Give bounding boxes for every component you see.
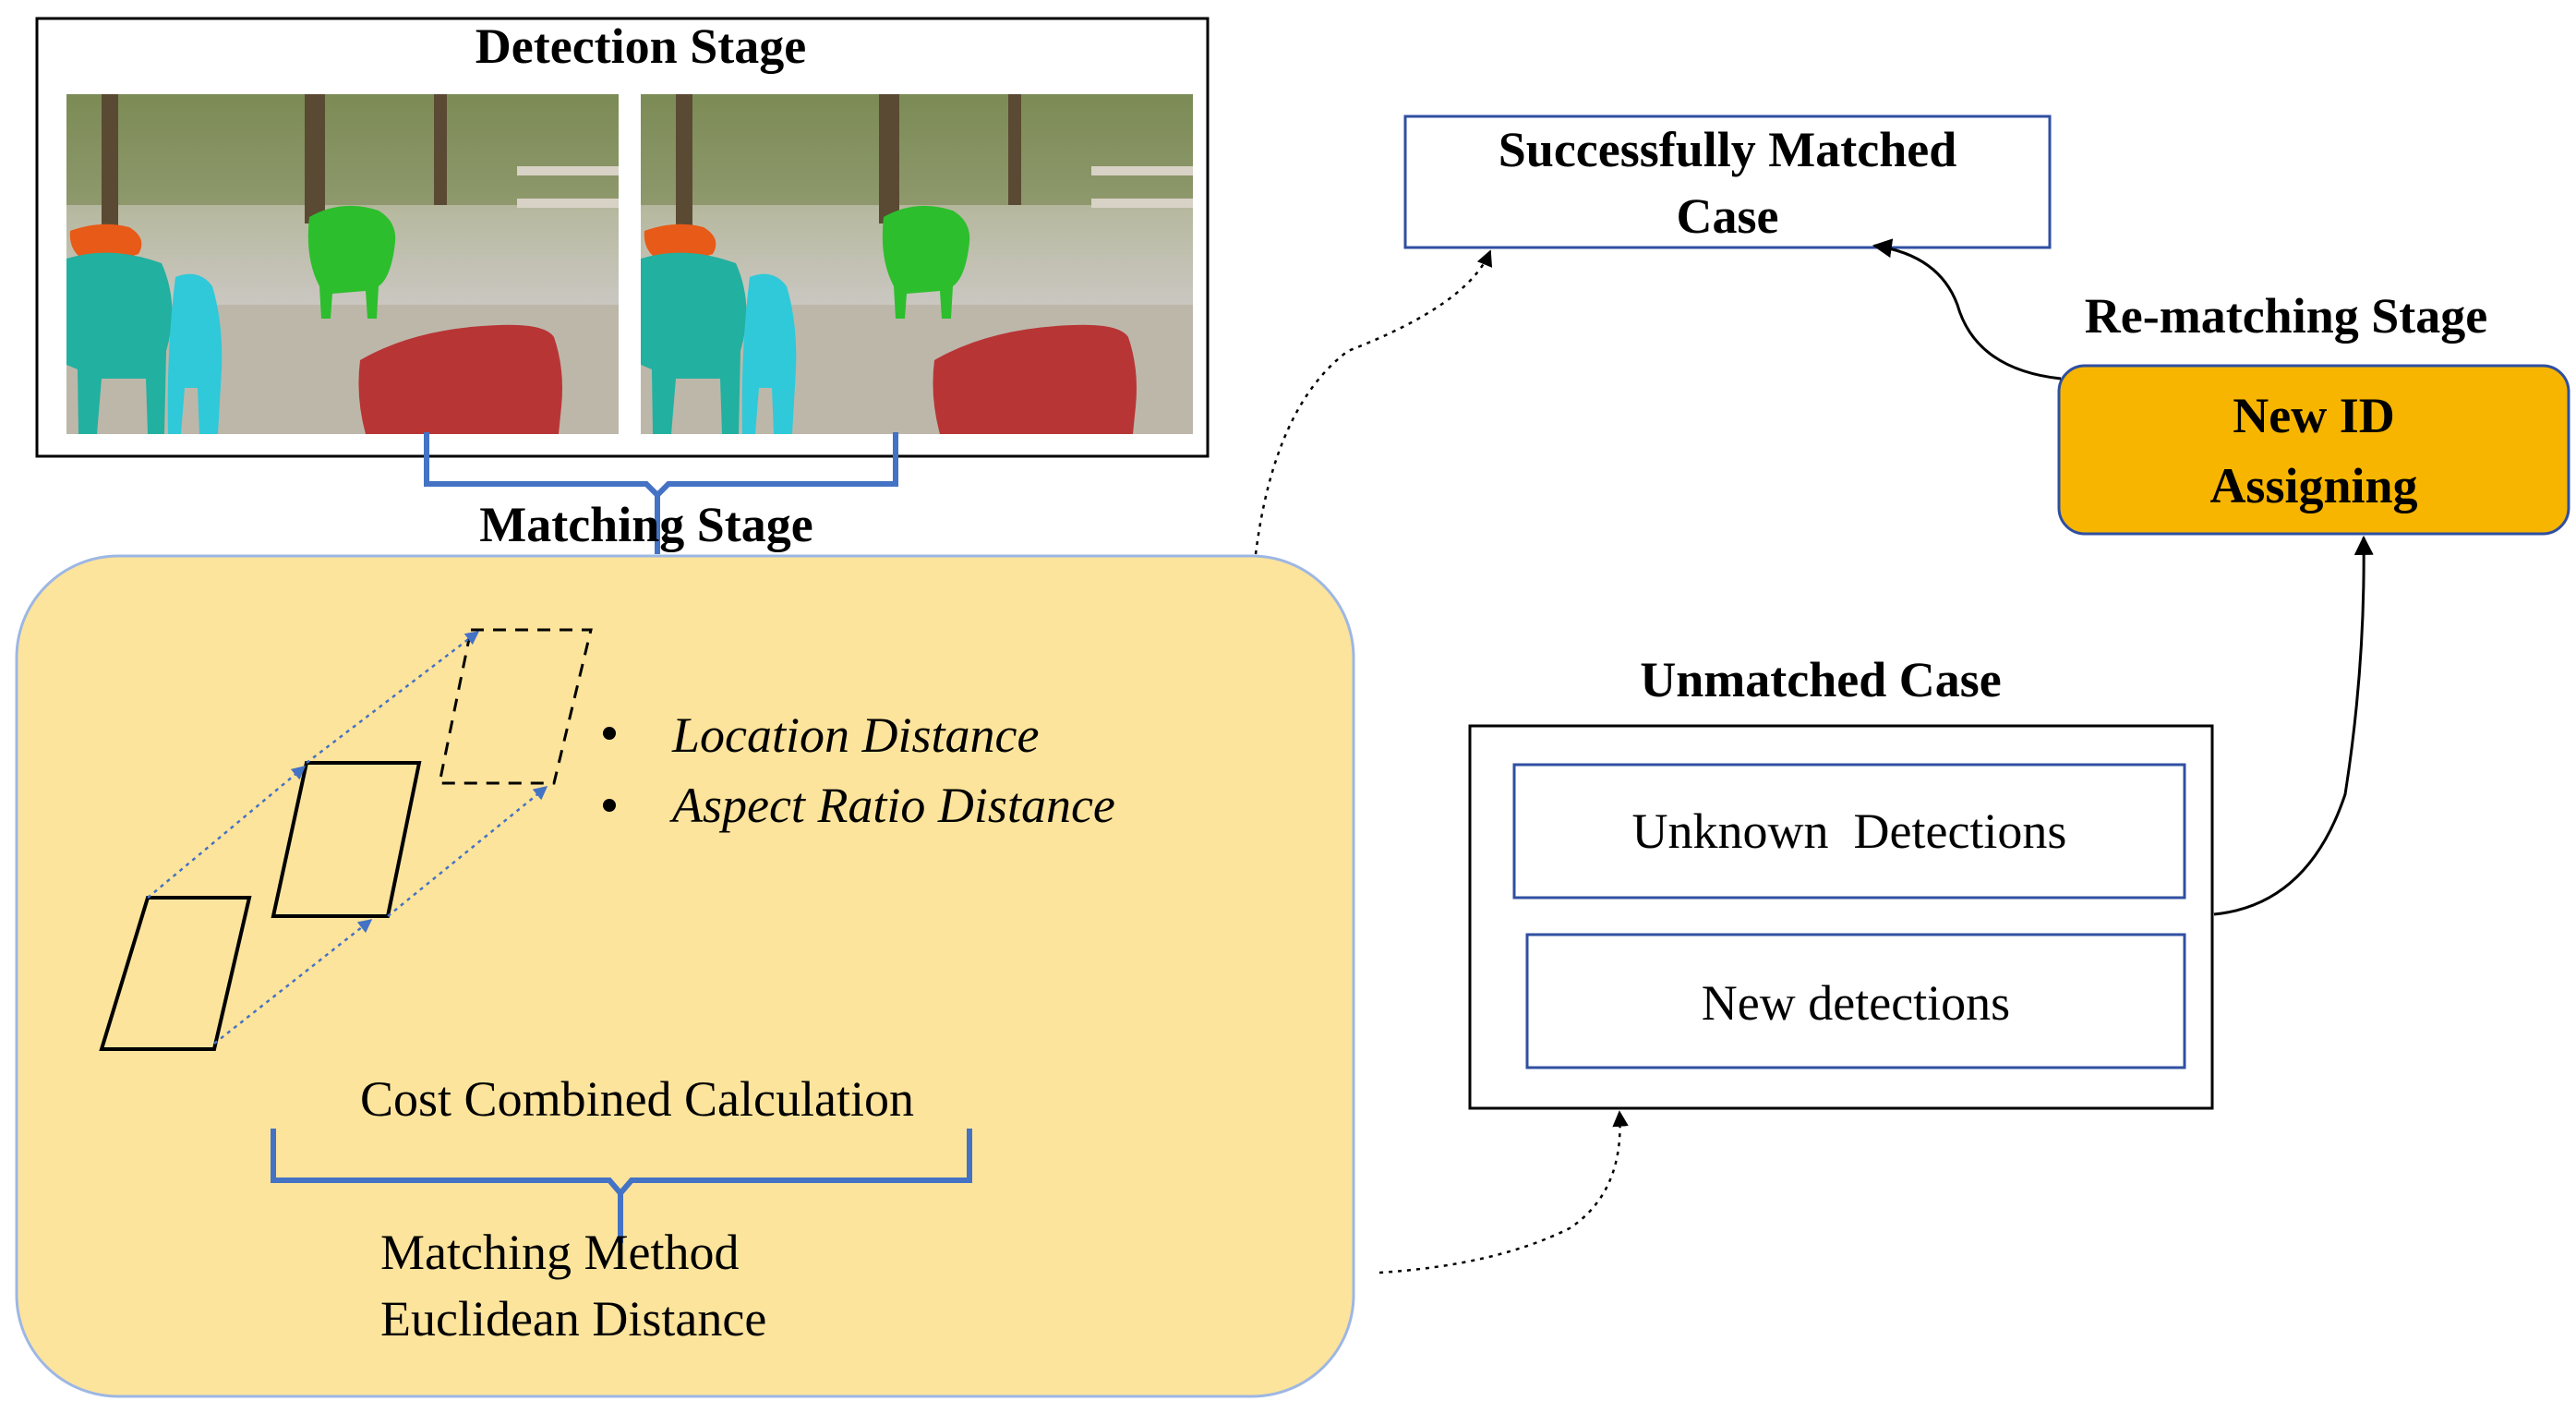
trajectory-top bbox=[147, 766, 307, 899]
matched-case-box bbox=[1403, 115, 2052, 249]
trajectory-bottom bbox=[213, 919, 373, 1045]
cow-red bbox=[933, 324, 1137, 434]
matched-case: Successfully Matched Case bbox=[1403, 115, 2052, 249]
unknown-detections-label: Unknown Detections bbox=[1632, 803, 2067, 859]
cow-teal bbox=[641, 252, 747, 434]
cow-cyan bbox=[741, 273, 797, 434]
unknown-detections-box bbox=[1512, 763, 2186, 900]
arrow-matching-to-matched bbox=[1254, 249, 1493, 555]
new-id-line2: Assigning bbox=[2209, 458, 2417, 513]
detection-stage-title: Detection Stage bbox=[475, 18, 806, 74]
bullet-dot bbox=[603, 799, 616, 812]
matching-stage-title: Matching Stage bbox=[479, 497, 813, 552]
bullet-location-distance: Location Distance bbox=[671, 707, 1039, 763]
cow-cyan bbox=[167, 273, 223, 434]
new-detections-label: New detections bbox=[1702, 975, 2010, 1031]
cow-teal bbox=[66, 252, 173, 434]
new-id-line1: New ID bbox=[2233, 388, 2394, 443]
cow-red bbox=[358, 324, 562, 434]
matching-method-line2: Euclidean Distance bbox=[380, 1291, 766, 1347]
new-detections-box bbox=[1525, 933, 2186, 1069]
unmatched-case: Unmatched Case Unknown Detections New de… bbox=[1468, 652, 2214, 1110]
detection-frame-right bbox=[641, 94, 1193, 434]
matching-method-line1: Matching Method bbox=[380, 1225, 739, 1280]
cow-green bbox=[307, 205, 396, 319]
detection-stage: Detection Stage bbox=[35, 17, 1210, 458]
bullet-dot bbox=[603, 727, 616, 740]
new-id-box bbox=[2057, 364, 2570, 536]
arrow-matching-to-unmatched bbox=[1378, 1110, 1629, 1274]
matched-case-line2: Case bbox=[1677, 188, 1779, 244]
rematching-stage: Re-matching Stage New ID Assigning bbox=[2057, 288, 2570, 536]
matching-stage: Matching Stage Location Distance Aspect … bbox=[15, 497, 1355, 1398]
bbox-previous bbox=[99, 896, 252, 1051]
cow-orange bbox=[69, 223, 142, 262]
matched-case-line1: Successfully Matched bbox=[1499, 122, 1956, 177]
arrow-unmatched-to-newid bbox=[2213, 535, 2374, 916]
matching-stage-panel bbox=[15, 554, 1355, 1398]
cost-combined-label: Cost Combined Calculation bbox=[360, 1071, 914, 1127]
cow-orange bbox=[644, 223, 716, 262]
detection-frame-left bbox=[66, 94, 619, 434]
bbox-predicted bbox=[438, 628, 593, 785]
unmatched-case-title: Unmatched Case bbox=[1640, 652, 2001, 707]
trajectory-bottom-2 bbox=[387, 786, 548, 917]
trajectory-top-2 bbox=[306, 631, 480, 764]
rematching-stage-title: Re-matching Stage bbox=[2085, 288, 2487, 344]
arrow-newid-to-matched bbox=[1872, 238, 2062, 380]
cow-green bbox=[882, 205, 970, 319]
bullet-aspect-ratio-distance: Aspect Ratio Distance bbox=[669, 778, 1115, 833]
